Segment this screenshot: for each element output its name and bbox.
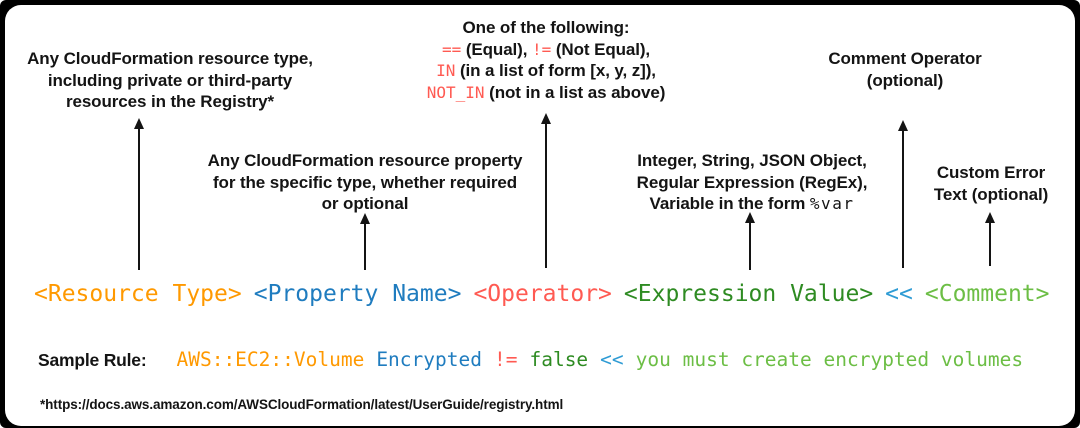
callout-text: (not in a list as above) xyxy=(484,82,666,102)
sample-rule-line: Sample Rule: AWS::EC2::Volume Encrypted … xyxy=(38,348,1023,371)
callout-expression-value: Integer, String, JSON Object, Regular Ex… xyxy=(637,150,868,215)
callout-line: Integer, String, JSON Object, xyxy=(637,151,867,170)
syntax-token-resource-type: <Resource Type> xyxy=(34,281,242,307)
callout-custom-error: Custom Error Text (optional) xyxy=(934,162,1048,205)
arrow-custom-error xyxy=(985,212,995,266)
operator-equal-token: == xyxy=(441,39,462,59)
sample-token-expression-value: false xyxy=(529,348,589,371)
arrow-expression-value xyxy=(745,212,755,270)
callout-line: == (Equal), != (Not Equal), xyxy=(427,39,666,61)
syntax-token-expression-value: <Expression Value> xyxy=(623,281,874,307)
callout-line: Any CloudFormation resource type, xyxy=(27,49,313,68)
callout-line: Text (optional) xyxy=(933,184,1049,204)
sample-token-property-name: Encrypted xyxy=(376,348,482,371)
callout-text: (Equal), xyxy=(461,39,532,59)
arrow-operator xyxy=(541,113,551,268)
callout-line: Custom Error xyxy=(936,163,1046,182)
callout-line: Comment Operator xyxy=(828,49,982,68)
syntax-token-redirect: << xyxy=(885,281,913,307)
arrow-resource-type xyxy=(134,118,144,270)
sample-token-resource-type: AWS::EC2::Volume xyxy=(176,348,365,371)
syntax-token-operator: <Operator> xyxy=(473,281,612,307)
callout-line: including private or third-party xyxy=(47,70,293,90)
syntax-token-comment: <Comment> xyxy=(924,281,1050,307)
callout-resource-type: Any CloudFormation resource type, includ… xyxy=(27,48,313,113)
callout-text: Variable in the form xyxy=(649,194,810,213)
sample-token-comment: you must create encrypted volumes xyxy=(635,348,1024,371)
callout-property-name: Any CloudFormation resource property for… xyxy=(208,150,523,215)
callout-line: One of the following: xyxy=(462,18,630,37)
rule-syntax-line: <Resource Type> <Property Name> <Operato… xyxy=(34,281,1050,307)
callout-line: or optional xyxy=(321,194,409,213)
arrow-property-name xyxy=(360,213,370,270)
variable-token: %var xyxy=(809,194,855,213)
callout-comment-operator: Comment Operator (optional) xyxy=(828,48,981,91)
callout-operator: One of the following: == (Equal), != (No… xyxy=(427,17,666,103)
callout-text: (in a list of form [x, y, z]), xyxy=(455,61,656,80)
sample-rule-label: Sample Rule: xyxy=(38,350,147,370)
callout-line: IN (in a list of form [x, y, z]), xyxy=(427,60,666,82)
callout-line: (optional) xyxy=(866,70,944,90)
callout-line: Variable in the form %var xyxy=(637,193,868,215)
callout-line: for the specific type, whether required xyxy=(212,172,518,192)
operator-not-in-token: NOT_IN xyxy=(426,82,485,102)
callout-line: resources in the Registry* xyxy=(65,92,275,111)
sample-token-operator: != xyxy=(493,348,518,371)
syntax-token-property-name: <Property Name> xyxy=(253,281,462,307)
operator-in-token: IN xyxy=(436,61,456,80)
diagram-panel xyxy=(5,5,1075,426)
callout-line: NOT_IN (not in a list as above) xyxy=(427,82,666,104)
callout-line: Any CloudFormation resource property xyxy=(207,151,523,170)
sample-token-redirect: << xyxy=(600,348,624,371)
callout-text: (Not Equal), xyxy=(551,39,651,59)
footnote-registry-url: *https://docs.aws.amazon.com/AWSCloudFor… xyxy=(40,397,564,412)
arrow-comment-operator xyxy=(898,120,908,268)
operator-not-equal-token: != xyxy=(531,39,552,59)
callout-line: Regular Expression (RegEx), xyxy=(636,172,868,192)
